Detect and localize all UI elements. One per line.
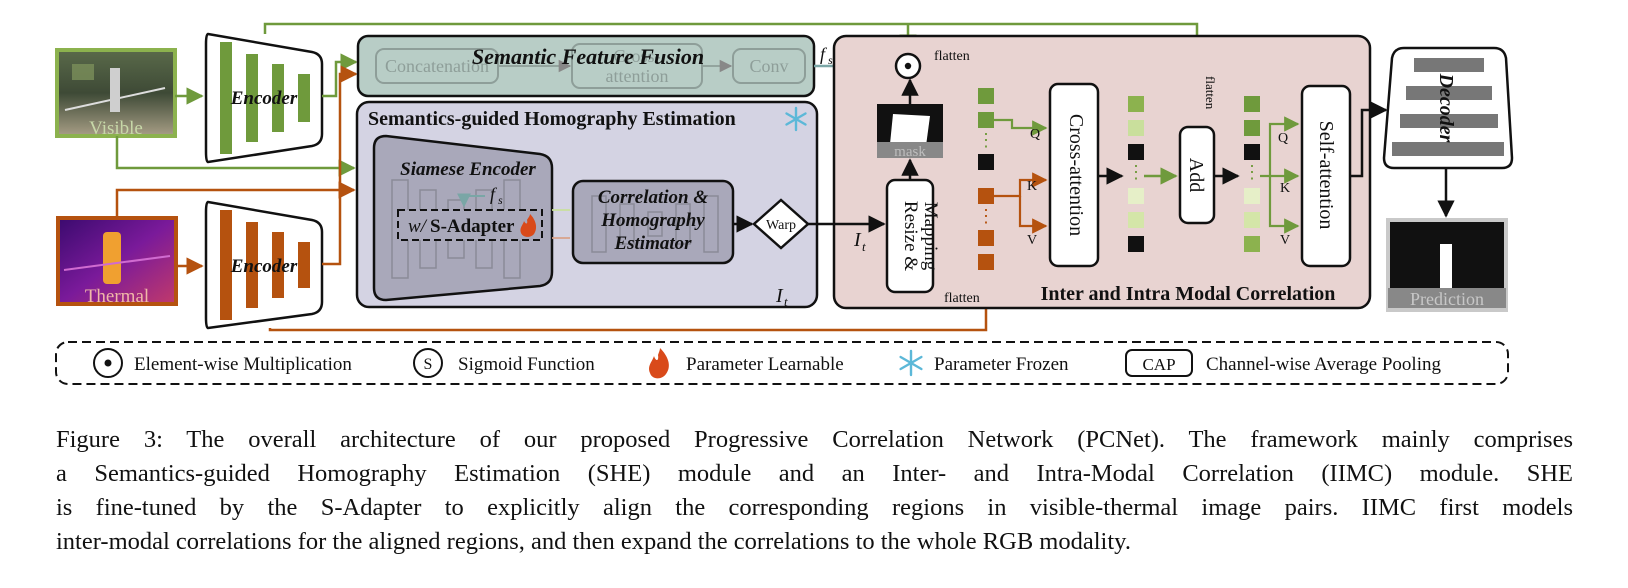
warp-node: Warp (752, 198, 810, 250)
caption-line-3: is fine-tuned by the S-Adapter to explic… (56, 494, 1573, 521)
she-title: Semantics-guided Homography Estimation (368, 108, 736, 130)
legend: Element-wise Multiplication S Sigmoid Fu… (55, 341, 1509, 385)
warp-label: Warp (766, 218, 796, 233)
thermal-token-column: ⋮ (977, 188, 995, 270)
flatten-vertical-label: flatten (1203, 76, 1218, 110)
sigmoid-legend-icon (413, 348, 443, 378)
legend-sigmoid-symbol: S (424, 356, 433, 373)
sff-cross-label-1: Cross- (613, 46, 660, 66)
mask-image: mask (877, 104, 943, 160)
sff-cross-label-2: attention (606, 66, 669, 86)
architecture-diagram: Visible Thermal Encoder Encoder (55, 22, 1514, 385)
sff-output-subscript: s (828, 53, 833, 67)
caption-line-4: inter-modal correlations for the aligned… (56, 528, 1131, 555)
she-module: Semantics-guided Homography Estimation S… (355, 100, 819, 309)
it-prime-mark: ′ (869, 222, 873, 242)
it-prime-symbol: I (853, 229, 862, 251)
svg-text:⋮: ⋮ (1127, 162, 1145, 182)
she-fs-symbol: f (490, 184, 498, 204)
visible-token-column: ⋮ (977, 88, 995, 170)
prediction-image: Prediction (1386, 218, 1508, 312)
siamese-label: Siamese Encoder (400, 159, 536, 180)
caption-line-2: a Semantics-guided Homography Estimation… (56, 460, 1573, 487)
multiply-legend-icon (93, 348, 123, 378)
legend-cap-symbol: CAP (1142, 355, 1175, 374)
legend-frozen: Parameter Frozen (934, 354, 1069, 375)
visible-label: Visible (89, 118, 143, 139)
svg-text:⋮: ⋮ (977, 206, 995, 226)
siamese-encoder: Siamese Encoder f s w/ S-Adapter (372, 134, 554, 302)
multiply-node (894, 52, 922, 80)
sff-title: Semantic Feature Fusion (472, 44, 704, 69)
cross-attention-label: Cross-attention (1065, 114, 1087, 236)
add-label: Add (1185, 158, 1207, 192)
self-attention-label: Self-attention (1315, 121, 1337, 230)
sff-output-symbol: f (820, 44, 828, 64)
flatten-top-label: flatten (934, 49, 970, 64)
snowflake-icon (785, 106, 807, 132)
it-subscript: t (784, 294, 788, 309)
conv-label: Conv (749, 56, 788, 76)
q1-label: Q (1030, 127, 1040, 142)
add-output-tokens: ⋮ (1243, 96, 1261, 252)
adapter-label: S-Adapter (430, 216, 515, 237)
legend-sigmoid: Sigmoid Function (458, 354, 595, 375)
flame-icon (520, 214, 537, 237)
legend-cap: Channel-wise Average Pooling (1206, 354, 1441, 375)
prediction-label: Prediction (1410, 289, 1484, 309)
frozen-snowflake-icon (899, 349, 923, 377)
it-symbol: I (775, 285, 784, 307)
k1-label: K (1027, 179, 1037, 194)
self-attention-block: Self-attention (1300, 84, 1352, 268)
thermal-encoder-label: Encoder (230, 256, 298, 277)
flatten-bottom-label: flatten (944, 291, 980, 306)
svg-text:⋮: ⋮ (1243, 162, 1261, 182)
thermal-label: Thermal (85, 286, 149, 307)
iimc-title: Inter and Intra Modal Correlation (1041, 283, 1336, 305)
decoder-label: Decoder (1435, 73, 1457, 143)
caption-line-1: Figure 3: The overall architecture of ou… (56, 426, 1573, 453)
visible-encoder: Encoder (204, 32, 324, 164)
k2-label: K (1280, 181, 1290, 196)
correlation-homography-estimator: Correlation & Homography Estimator (571, 179, 735, 265)
iimc-module: Inter and Intra Modal Correlation I t ′ … (808, 34, 1372, 310)
visible-encoder-label: Encoder (230, 88, 298, 109)
legend-multiply: Element-wise Multiplication (134, 354, 352, 375)
decoder-block: Decoder (1382, 46, 1514, 170)
svg-text:⋮: ⋮ (977, 130, 995, 150)
resize-label-2: Mapping (920, 202, 941, 271)
thermal-input-image: Thermal (56, 216, 178, 307)
she-fs-subscript: s (498, 193, 503, 207)
figure-caption: Figure 3: The overall architecture of ou… (56, 423, 1573, 559)
cross-attention-output-tokens: ⋮ (1127, 96, 1145, 252)
visible-input-image: Visible (55, 48, 177, 139)
it-prime-subscript: t (862, 239, 866, 254)
legend-learnable: Parameter Learnable (686, 354, 844, 375)
q2-label: Q (1278, 131, 1288, 146)
learnable-flame-icon (649, 348, 669, 379)
mask-label: mask (894, 144, 926, 160)
corr-label-1: Correlation & (598, 187, 709, 208)
corr-label-3: Estimator (613, 233, 692, 254)
resize-label-1: Resize & (900, 201, 921, 271)
thermal-encoder: Encoder (204, 200, 324, 330)
adapter-prefix: w/ (408, 216, 428, 237)
cross-attention-block: Cross-attention (1048, 82, 1100, 268)
add-block: Add (1178, 125, 1216, 225)
semantic-feature-fusion-module: Concatenation Cross- attention Conv Sema… (356, 34, 898, 98)
resize-mapping-block: Resize & Mapping (885, 178, 941, 294)
corr-label-2: Homography (600, 210, 705, 231)
v1-label: V (1027, 233, 1037, 248)
cap-legend-icon (1125, 349, 1193, 377)
v2-label: V (1280, 233, 1290, 248)
concat-label: Concatenation (385, 56, 489, 76)
